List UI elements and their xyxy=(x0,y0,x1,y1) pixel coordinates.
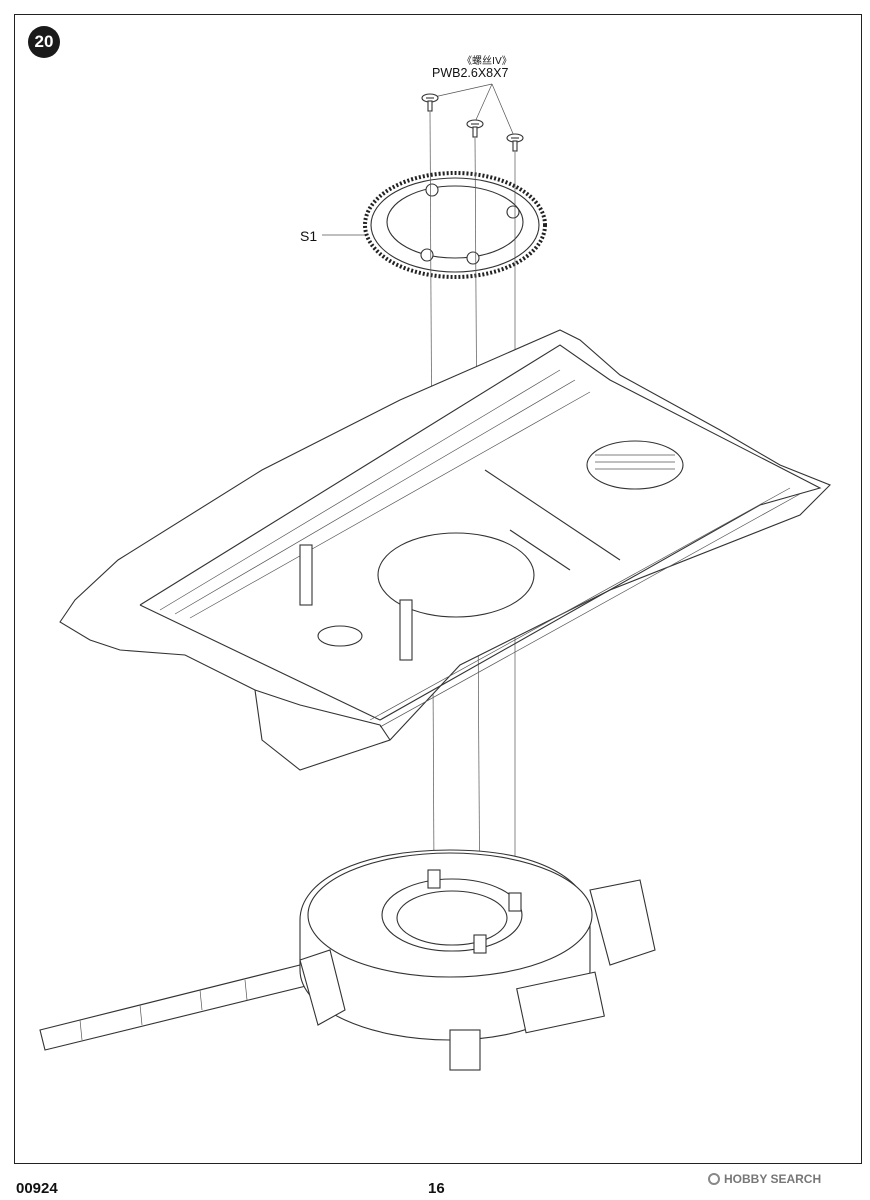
step-number-badge: 20 xyxy=(28,26,60,58)
hobby-search-logo-icon xyxy=(708,1173,720,1185)
watermark-text: HOBBY SEARCH xyxy=(724,1172,822,1186)
product-code: 00924 xyxy=(16,1180,58,1197)
hull-upper xyxy=(59,329,831,771)
screw-callout-lines xyxy=(433,83,515,137)
gear-ring-s1 xyxy=(363,171,547,279)
page-number: 16 xyxy=(428,1180,445,1197)
screw-name-cn: 《螺丝IV》 xyxy=(462,56,512,67)
screw-icon xyxy=(506,133,524,152)
screw-code: PWB2.6X8X7 xyxy=(432,66,509,80)
step-number: 20 xyxy=(34,32,54,51)
watermark: HOBBY SEARCH xyxy=(708,1172,821,1186)
part-label-s1: S1 xyxy=(300,228,318,244)
screw-icon xyxy=(421,93,439,112)
turret xyxy=(39,849,656,1071)
screw-icon xyxy=(466,119,484,138)
page-frame xyxy=(14,14,862,1164)
